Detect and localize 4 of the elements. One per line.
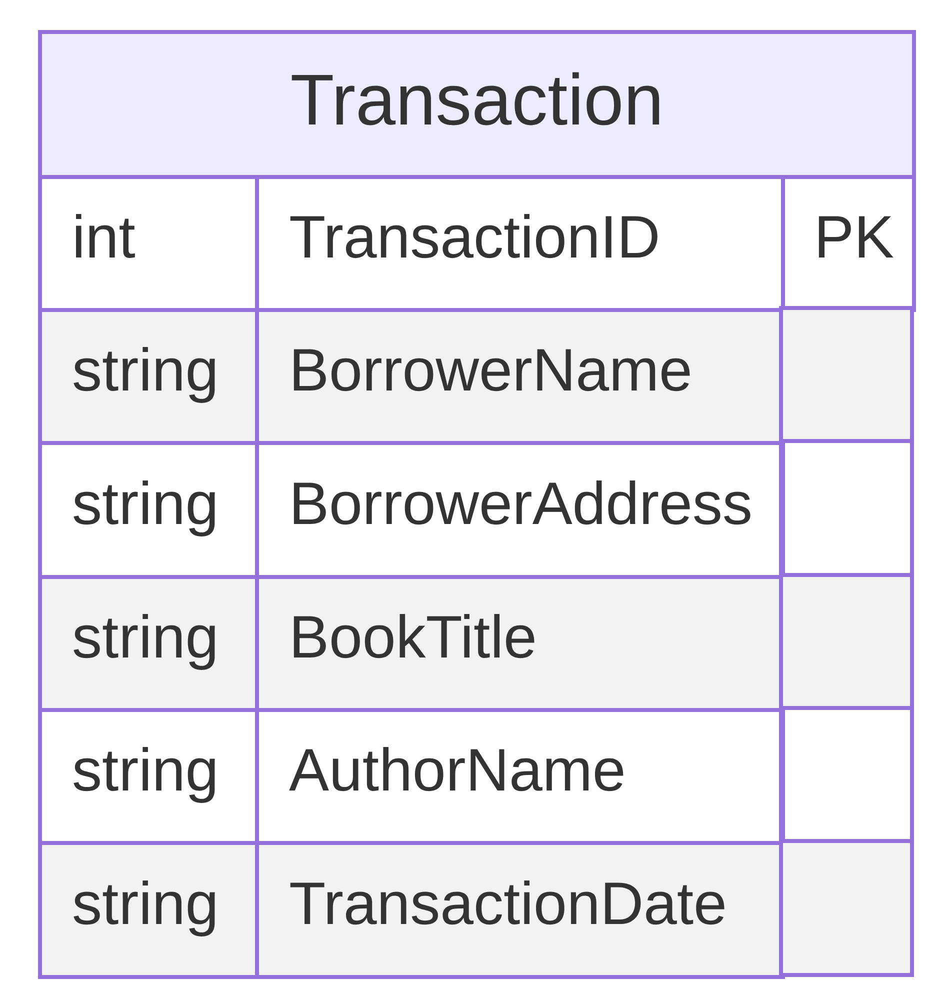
entity-header: Transaction xyxy=(38,30,916,179)
table-cell: string xyxy=(38,841,259,979)
table-cell: string xyxy=(38,308,259,445)
table-cell: string xyxy=(38,575,259,712)
